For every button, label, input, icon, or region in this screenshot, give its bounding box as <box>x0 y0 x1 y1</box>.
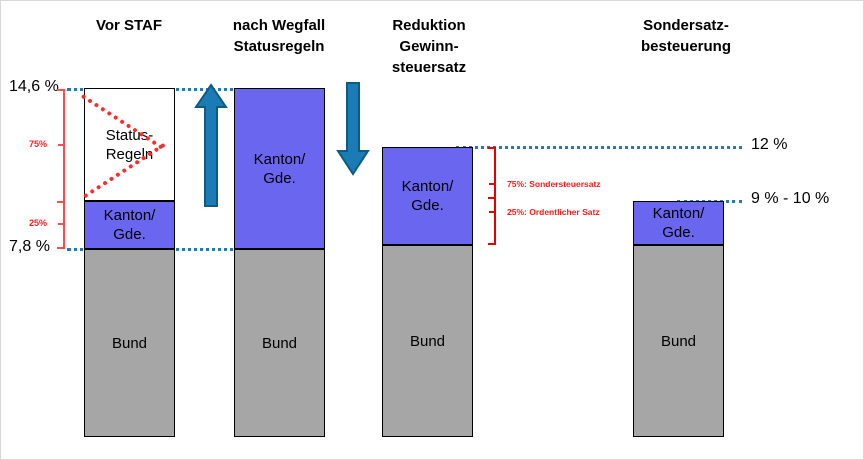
column-title-reduktion: Reduktion Gewinn- steuersatz <box>391 17 467 76</box>
left-bracket-tick-75 <box>58 144 65 146</box>
column-title-sondersatz: Sondersatz- besteuerung <box>640 17 731 55</box>
right-bracket-label-sondersteuersatz: 75%: Sondersteuersatz <box>507 179 601 189</box>
right-bracket-notch-mid <box>488 197 496 199</box>
bar-nach-wegfall-segment-bund: Bund <box>234 249 325 437</box>
arrow-down <box>335 81 371 176</box>
bar-sondersatz-segment-kanton-gde: Kanton/ Gde. <box>633 201 724 245</box>
bar-vor-staf-segment-bund: Bund <box>84 249 175 437</box>
left-bracket-label-25: 25% <box>29 218 48 228</box>
column-title-vor-staf: Vor STAF <box>95 17 163 34</box>
guide-line-12 <box>456 146 742 149</box>
axis-label-14-6: 14,6 % <box>9 78 59 95</box>
right-bracket-spine <box>494 147 496 245</box>
left-bracket-cap-top <box>57 89 65 91</box>
left-bracket-label-75: 75% <box>29 139 48 149</box>
bar-nach-wegfall-segment-kanton-gde: Kanton/ Gde. <box>234 88 325 249</box>
arrow-up <box>193 83 229 208</box>
right-bracket-tick-75 <box>489 183 496 185</box>
guide-line-7-8 <box>67 248 307 251</box>
column-title-nach-wegfall: nach Wegfall Statusregeln <box>232 17 326 55</box>
bar-reduktion-segment-kanton-gde: Kanton/ Gde. <box>382 147 473 245</box>
bar-vor-staf-segment-status-regeln: Status- Regeln <box>84 88 175 201</box>
right-bracket-label-ordentlicher-satz: 25%: Ordentlicher Satz <box>507 207 600 217</box>
right-bracket-cap-bottom <box>488 243 496 245</box>
bar-sondersatz-segment-bund: Bund <box>633 245 724 437</box>
left-bracket-spine <box>63 89 65 249</box>
bar-reduktion-segment-bund: Bund <box>382 245 473 437</box>
left-bracket-tick-25 <box>58 223 65 225</box>
left-bracket-notch-mid <box>57 201 65 203</box>
axis-label-9-10: 9 % - 10 % <box>751 190 830 207</box>
axis-label-12: 12 % <box>751 136 788 153</box>
left-bracket-cap-bottom <box>57 247 65 249</box>
bar-vor-staf-segment-kanton-gde: Kanton/ Gde. <box>84 201 175 249</box>
right-bracket-tick-25 <box>489 211 496 213</box>
right-bracket-cap-top <box>488 147 496 149</box>
guide-line-14-6 <box>67 88 307 91</box>
axis-label-7-8: 7,8 % <box>9 238 50 255</box>
